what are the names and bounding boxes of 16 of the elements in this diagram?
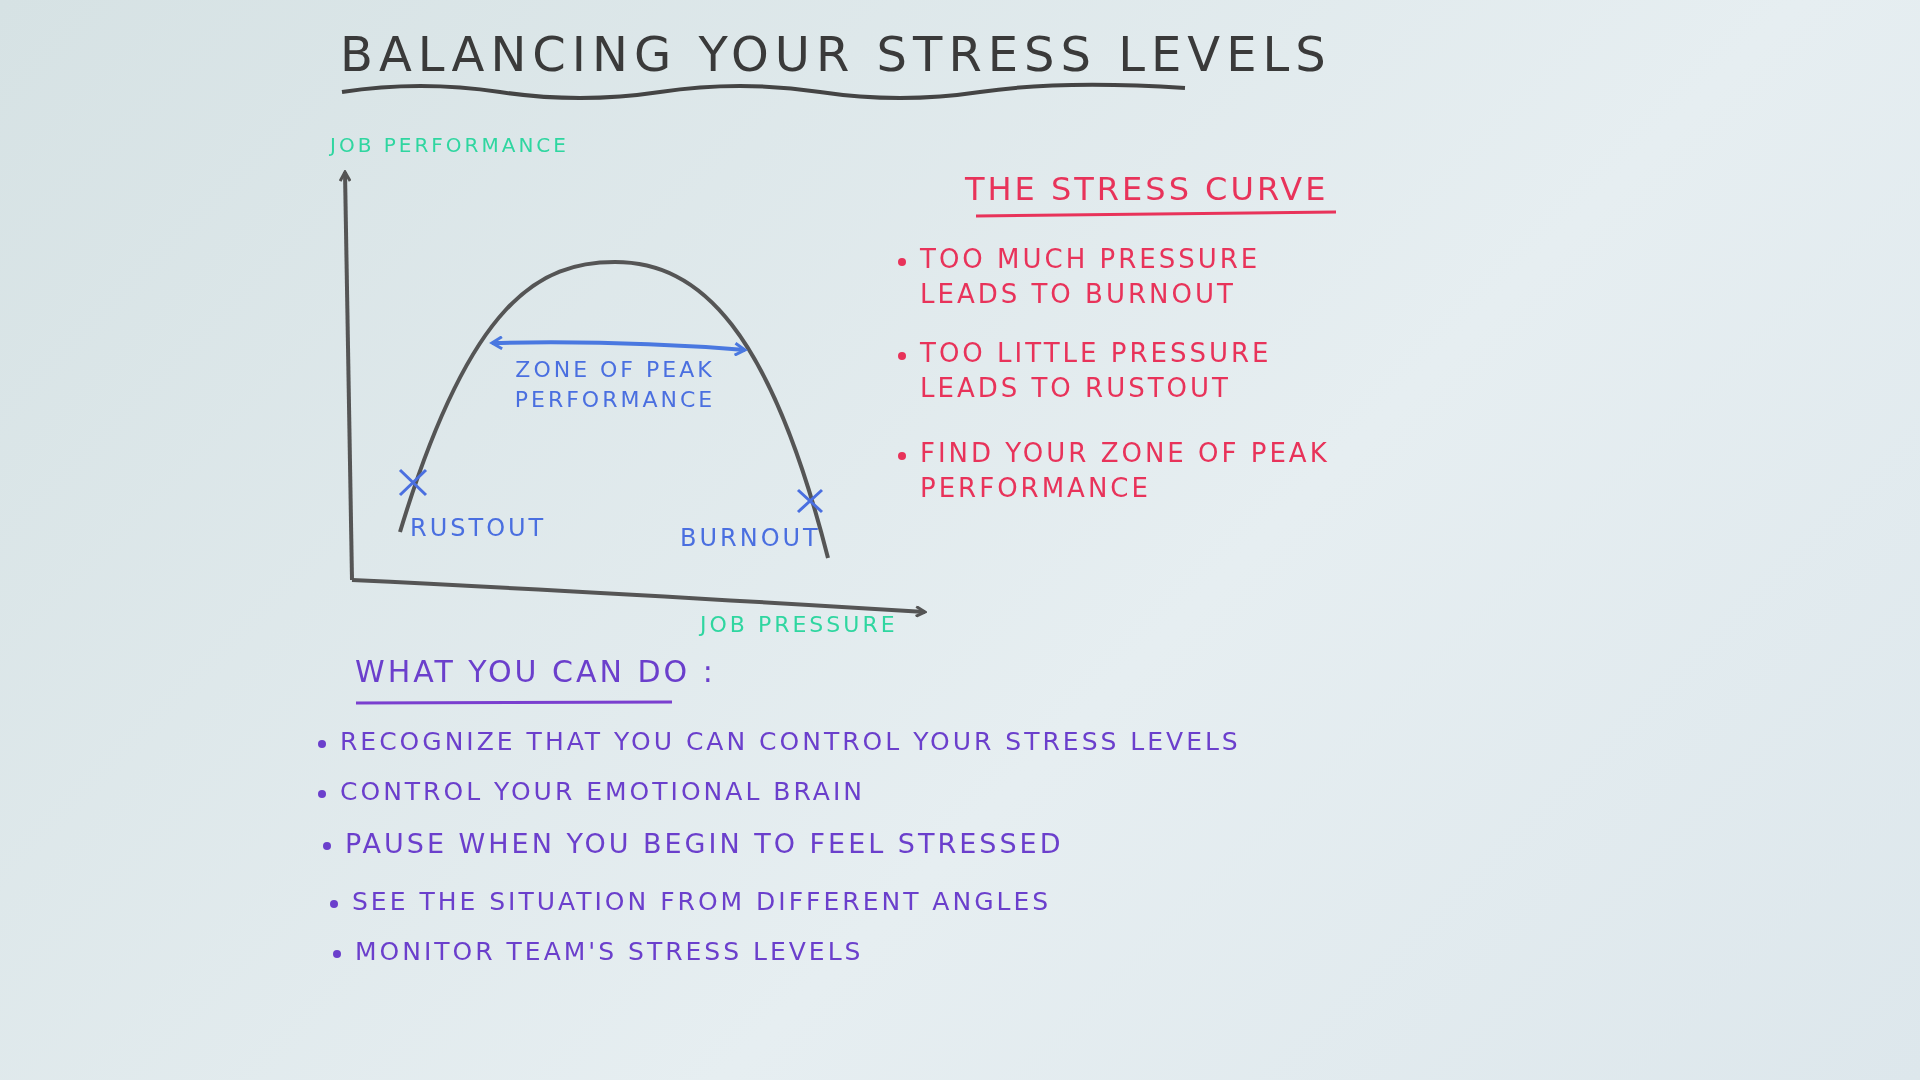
heading: WHAT YOU CAN DO : xyxy=(355,653,716,691)
bullet-text: SEE THE SITUATION FROM DIFFERENT ANGLES xyxy=(352,886,1052,918)
bullet-text: PAUSE WHEN YOU BEGIN TO FEEL STRESSED xyxy=(345,827,1064,861)
bullet-text: TOO LITTLE PRESSURE LEADS TO RUSTOUT xyxy=(920,337,1273,406)
curve-label: RUSTOUT xyxy=(410,513,547,544)
bullet-text: CONTROL YOUR EMOTIONAL BRAIN xyxy=(340,776,865,808)
curve-label: BURNOUT xyxy=(680,523,821,554)
bullet-text: RECOGNIZE THAT YOU CAN CONTROL YOUR STRESS LEVELS xyxy=(340,726,1241,758)
bullet-text: FIND YOUR ZONE OF PEAK PERFORMANCE xyxy=(920,437,1331,506)
bullet-text: MONITOR TEAM'S STRESS LEVELS xyxy=(355,936,864,968)
title: BALANCING YOUR STRESS LEVELS xyxy=(340,25,1332,84)
axis-label: JOB PERFORMANCE xyxy=(330,132,569,159)
zone-label: ZONE OF PEAK PERFORMANCE xyxy=(513,356,717,414)
bullet-text: TOO MUCH PRESSURE LEADS TO BURNOUT xyxy=(920,243,1262,312)
axis-label: JOB PRESSURE xyxy=(700,611,898,639)
heading: THE STRESS CURVE xyxy=(965,169,1329,210)
